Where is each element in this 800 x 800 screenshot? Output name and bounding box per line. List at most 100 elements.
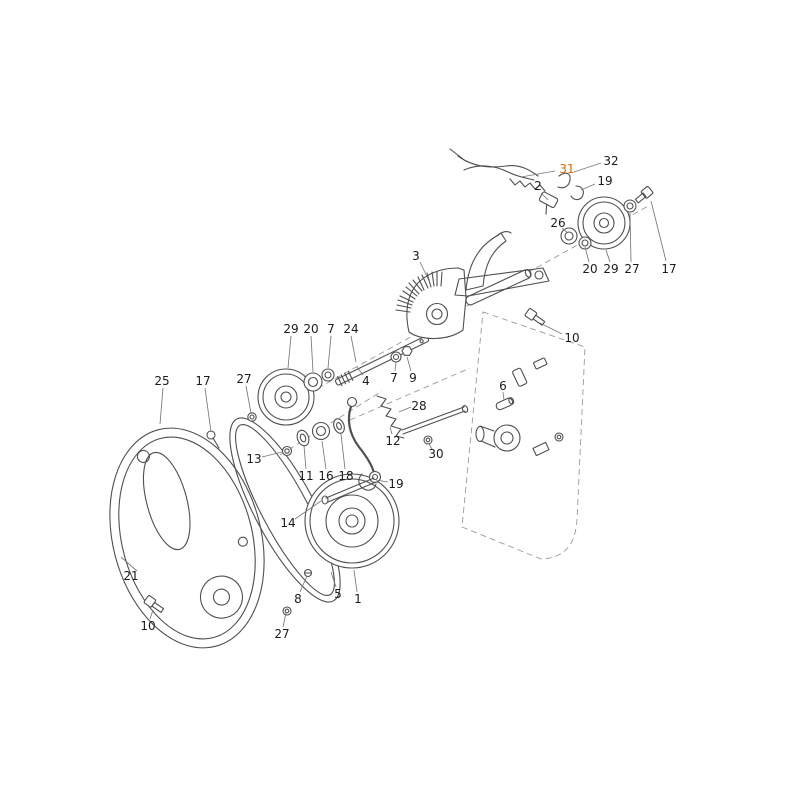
leader-line-26 bbox=[561, 227, 569, 234]
part-label-28: 28 bbox=[411, 399, 426, 413]
part-label-6: 6 bbox=[499, 379, 507, 393]
pivot-pin bbox=[495, 397, 515, 411]
cable-bracket bbox=[538, 191, 559, 215]
leader-line-20 bbox=[310, 335, 314, 373]
part-label-27: 27 bbox=[624, 262, 639, 276]
idler-bearing bbox=[560, 227, 578, 245]
sector-plate bbox=[395, 267, 467, 340]
idler-bolt bbox=[634, 186, 654, 204]
pivot-bracket bbox=[454, 267, 550, 297]
leader-line-10 bbox=[539, 322, 563, 335]
part-label-12: 12 bbox=[385, 434, 400, 448]
leader-line-4 bbox=[356, 366, 364, 376]
part-label-10: 10 bbox=[140, 619, 155, 633]
part-label-16: 16 bbox=[318, 469, 333, 483]
part-label-31: 31 bbox=[559, 162, 574, 176]
leader-line-13 bbox=[261, 451, 283, 458]
leader-line-30 bbox=[428, 443, 433, 450]
part-label-4: 4 bbox=[362, 374, 370, 388]
leader-line-32 bbox=[573, 162, 602, 173]
cable-spring bbox=[509, 178, 546, 192]
leader-line-29 bbox=[287, 335, 292, 369]
part-label-21: 21 bbox=[123, 569, 138, 583]
part-label-25: 25 bbox=[154, 374, 169, 388]
part-label-30: 30 bbox=[428, 447, 443, 461]
part-label-10: 10 bbox=[564, 331, 579, 345]
part-label-7: 7 bbox=[390, 371, 398, 385]
part-label-20: 20 bbox=[582, 262, 597, 276]
leader-line-29 bbox=[605, 249, 611, 263]
link-rod bbox=[401, 405, 469, 435]
leader-line-11 bbox=[303, 445, 307, 470]
belt-cover bbox=[109, 427, 265, 649]
guide-pin bbox=[303, 568, 313, 578]
part-label-26: 26 bbox=[550, 216, 565, 230]
leader-line-20 bbox=[584, 246, 590, 263]
part-label-7: 7 bbox=[327, 322, 335, 336]
idler-washer bbox=[623, 199, 637, 213]
frame-panel-details bbox=[475, 357, 564, 457]
part-label-19: 19 bbox=[597, 174, 612, 188]
part-label-27: 27 bbox=[236, 372, 251, 386]
leader-line-25 bbox=[159, 387, 164, 425]
spacer-ring bbox=[281, 445, 293, 457]
shaft-washer bbox=[390, 351, 402, 363]
leader-line-17 bbox=[650, 200, 667, 262]
upper-bearing bbox=[303, 372, 323, 392]
leader-line-3 bbox=[419, 261, 430, 282]
leader-line-18 bbox=[340, 433, 346, 470]
cover-bolt bbox=[143, 595, 165, 613]
leader-line-21 bbox=[120, 556, 138, 572]
cable-assembly bbox=[449, 148, 584, 201]
part-label-1: 1 bbox=[354, 592, 362, 606]
leader-line-27 bbox=[629, 212, 632, 263]
leader-line-24 bbox=[350, 335, 357, 363]
tension-spring bbox=[376, 395, 405, 439]
leader-line-8 bbox=[299, 575, 308, 593]
leader-line-12 bbox=[389, 426, 393, 435]
leader-line-9 bbox=[406, 356, 412, 372]
leader-line-17 bbox=[204, 387, 212, 433]
washer-18 bbox=[333, 418, 345, 434]
part-label-24: 24 bbox=[343, 322, 358, 336]
leader-line-27 bbox=[282, 612, 287, 628]
leader-line-19 bbox=[375, 479, 389, 483]
part-label-19: 19 bbox=[388, 477, 403, 491]
frame-panel bbox=[461, 311, 586, 560]
leader-line-6 bbox=[502, 391, 505, 401]
shaft-nut bbox=[401, 346, 413, 356]
panel-bolt bbox=[524, 308, 546, 326]
part-label-29: 29 bbox=[283, 322, 298, 336]
cover-washer bbox=[247, 412, 257, 422]
part-label-5: 5 bbox=[334, 587, 342, 601]
part-label-27: 27 bbox=[274, 627, 289, 641]
part-label-2: 2 bbox=[534, 179, 542, 193]
part-label-9: 9 bbox=[409, 371, 417, 385]
cover-screw bbox=[206, 430, 220, 449]
drive-belt bbox=[229, 417, 341, 603]
pivot-tube bbox=[465, 269, 532, 306]
part-label-17: 17 bbox=[661, 262, 676, 276]
leader-line-14 bbox=[294, 500, 322, 520]
upper-washer bbox=[321, 368, 335, 382]
part-label-8: 8 bbox=[294, 592, 302, 606]
retainer-clip bbox=[570, 185, 584, 201]
bearing-16 bbox=[311, 421, 331, 441]
part-label-18: 18 bbox=[338, 469, 353, 483]
leader-line-7 bbox=[394, 361, 397, 372]
washer-11 bbox=[296, 429, 310, 447]
part-label-32: 32 bbox=[603, 154, 618, 168]
leader-line-19 bbox=[580, 183, 596, 191]
leader-line-10 bbox=[149, 609, 154, 620]
sector-hatch-marks bbox=[395, 271, 443, 313]
upper-pulley bbox=[257, 368, 315, 426]
part-label-11: 11 bbox=[298, 469, 313, 483]
part-label-14: 14 bbox=[280, 516, 295, 530]
clutch-lever bbox=[465, 230, 512, 291]
crank-clip bbox=[358, 473, 377, 491]
leader-line-2 bbox=[540, 192, 549, 201]
leader-line-16 bbox=[321, 440, 327, 470]
